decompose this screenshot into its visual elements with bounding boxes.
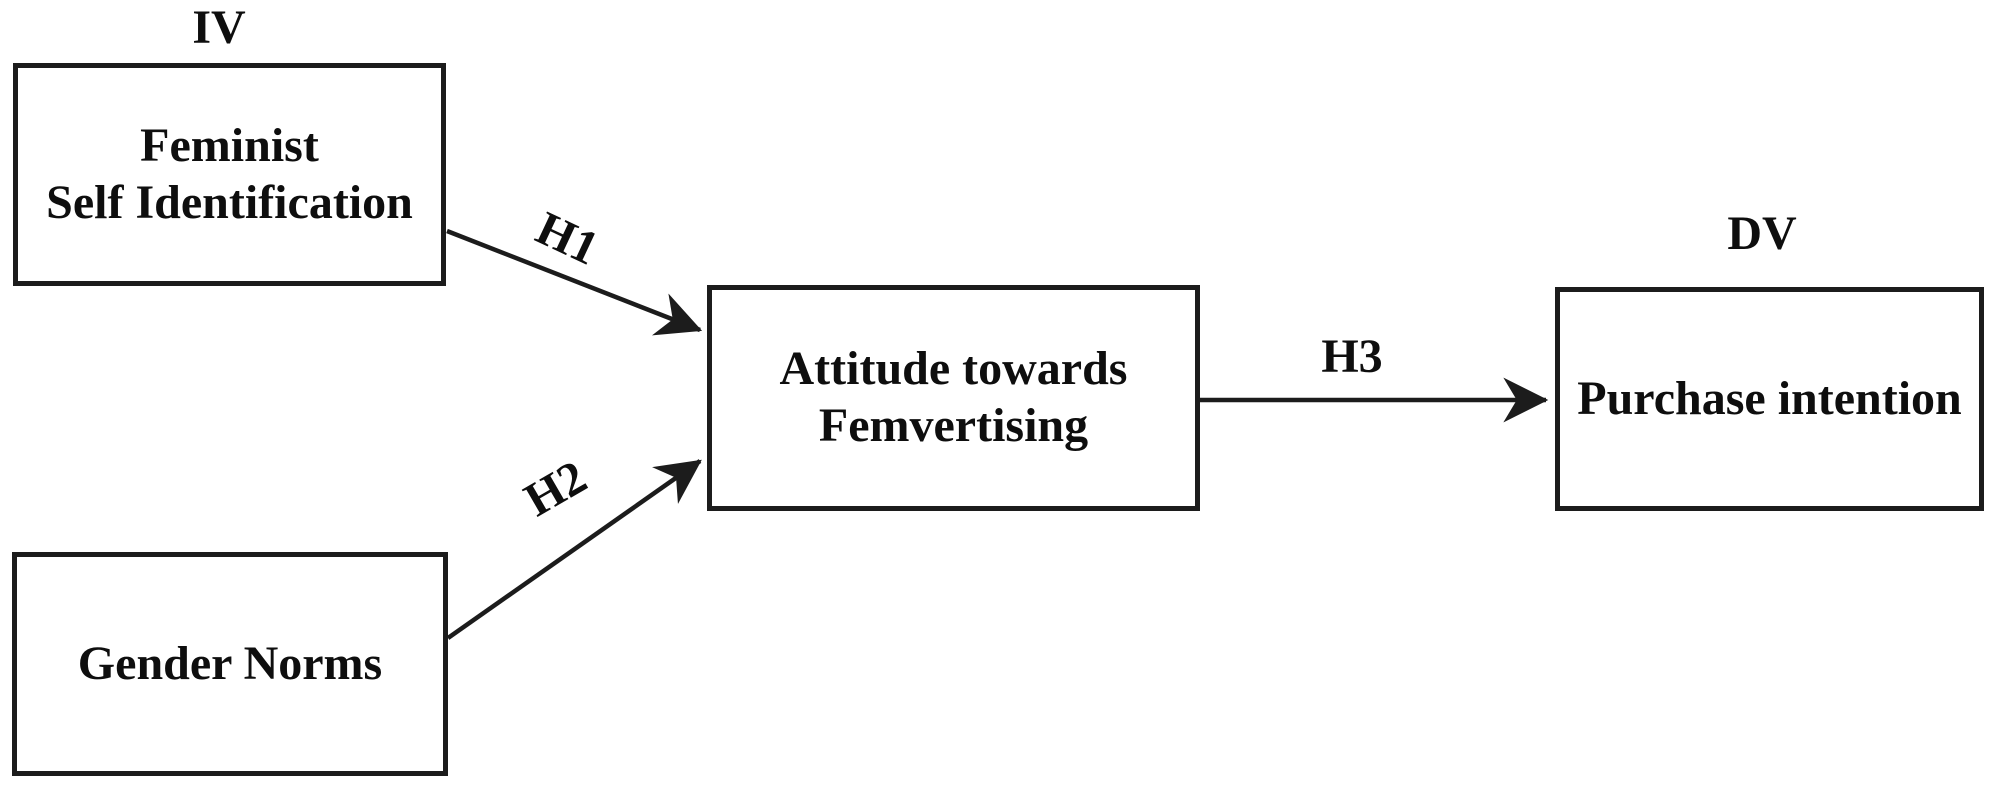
node-gender-label: Gender Norms — [77, 636, 383, 690]
node-attitude-towards-femvertising: Attitude towards Femvertising — [707, 285, 1200, 511]
h3-label: H3 — [1321, 330, 1383, 383]
h1-arrow — [446, 228, 703, 336]
node-attitude-line1: Attitude towards — [779, 342, 1128, 396]
node-feminist-line2: Self Identification — [46, 175, 413, 229]
iv-label: IV — [192, 1, 246, 54]
node-purchase-label: Purchase intention — [1577, 371, 1962, 425]
h2-arrow — [446, 459, 702, 640]
dv-label: DV — [1727, 207, 1797, 260]
node-feminist-self-identification: Feminist Self Identification — [13, 63, 446, 286]
node-attitude-line2: Femvertising — [818, 399, 1089, 452]
node-feminist-line1: Feminist — [140, 118, 319, 172]
node-purchase-intention: Purchase intention — [1555, 287, 1984, 511]
node-gender-norms: Gender Norms — [12, 552, 448, 776]
